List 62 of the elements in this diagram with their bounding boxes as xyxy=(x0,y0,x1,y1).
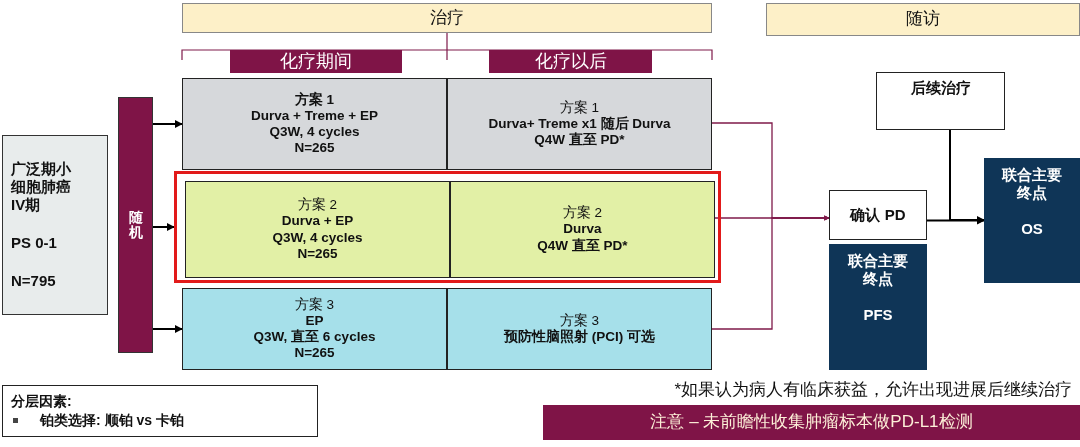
heading-text: 联合主要终点 xyxy=(847,252,909,288)
process-box xyxy=(876,72,1005,130)
phase-band xyxy=(182,3,712,33)
body-text: Q3W, 直至 6 cycles xyxy=(253,329,376,346)
arrow xyxy=(152,325,183,333)
body-text: PFS xyxy=(863,306,893,324)
heading-text: 分层因素: xyxy=(11,393,72,410)
body-text: 预防性脑照射 (PCI) 可选 xyxy=(504,329,655,346)
heading-text: 方案 3 xyxy=(294,296,335,313)
phase-band xyxy=(766,3,1080,36)
body-text: N=265 xyxy=(294,345,335,362)
body-text: 后续治疗 xyxy=(910,79,971,97)
arm-box xyxy=(182,78,447,170)
body-text: Durva xyxy=(563,221,602,238)
body-text: Q4W 直至 PD* xyxy=(537,237,628,254)
body-text: 确认 PD xyxy=(850,206,906,224)
endpoint-box xyxy=(984,158,1080,283)
endpoint-box xyxy=(829,244,927,370)
arrow xyxy=(152,120,183,128)
footnote-text: *如果认为病人有临床获益，允许出现进展后继续治疗 xyxy=(674,379,1072,401)
body-text: 化疗以后 xyxy=(534,50,607,73)
arrow xyxy=(152,223,175,231)
body-text: Durva+ Treme x1 随后 Durva xyxy=(488,115,671,132)
body-text: N=265 xyxy=(294,140,335,157)
heading-text: 方案 2 xyxy=(297,197,338,214)
population-box xyxy=(2,135,108,315)
heading-text: 方案 3 xyxy=(559,312,600,329)
process-box xyxy=(829,190,927,240)
phase-header xyxy=(230,50,402,73)
body-text: 化疗期间 xyxy=(280,50,352,73)
heading-text: 方案 1 xyxy=(559,99,600,116)
heading-text: 方案 2 xyxy=(562,205,603,222)
body-text: OS xyxy=(1021,220,1043,238)
arm-box xyxy=(447,288,712,370)
arm-box xyxy=(185,181,450,278)
highlight-frame xyxy=(174,171,721,283)
body-text: N=265 xyxy=(297,245,338,262)
body-text: 随访 xyxy=(906,9,940,30)
body-text: EP xyxy=(305,312,324,329)
body-text: 注意 – 未前瞻性收集肿瘤标本做PD-L1检测 xyxy=(650,412,973,433)
heading-text: 方案 1 xyxy=(294,91,335,108)
heading-text: 广泛期小细胞肺癌IV期 xyxy=(11,160,72,214)
randomization-bar xyxy=(118,97,153,353)
body-text: Durva + EP xyxy=(281,213,354,230)
body-text: Q4W 直至 PD* xyxy=(534,132,625,149)
heading-text: 联合主要终点 xyxy=(1001,166,1063,202)
body-text: Durva + Treme + EP xyxy=(251,107,378,124)
body-text: 治疗 xyxy=(430,7,464,29)
body-text: 铂类选择: 顺铂 vs 卡铂 xyxy=(40,412,184,429)
phase-header xyxy=(489,50,652,73)
note-box xyxy=(2,385,318,437)
body-text: Q3W, 4 cycles xyxy=(269,124,360,141)
arrow xyxy=(926,216,985,225)
notice-banner xyxy=(543,405,1080,440)
arm-box xyxy=(450,181,715,278)
body-text: 随机 xyxy=(128,209,143,241)
arm-box xyxy=(447,78,712,170)
arm-box xyxy=(182,288,447,370)
body-text: Q3W, 4 cycles xyxy=(272,229,363,246)
arrow xyxy=(711,215,830,330)
body-text: PS 0-1 xyxy=(11,234,57,252)
body-text: N=795 xyxy=(11,272,56,290)
